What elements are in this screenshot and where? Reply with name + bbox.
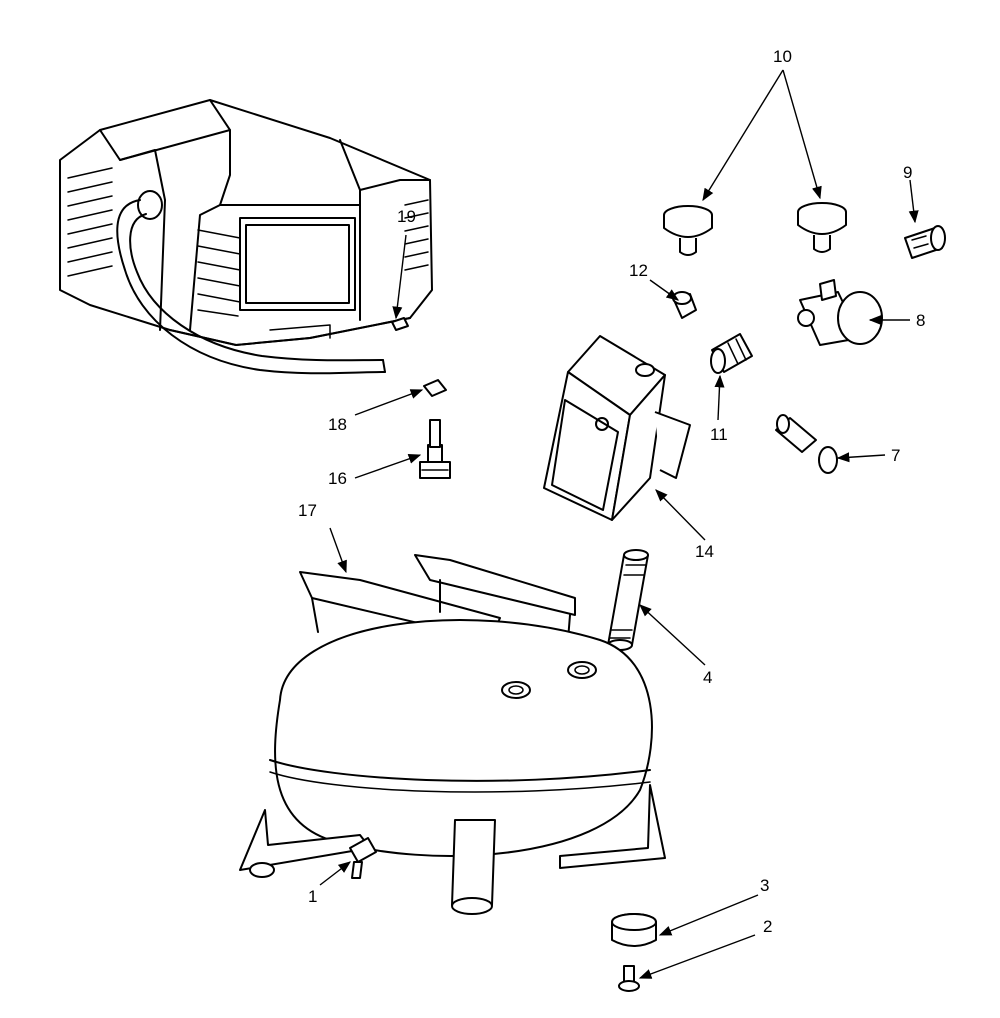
part-4-pipe-nipple bbox=[607, 549, 649, 651]
callout-14: 14 bbox=[695, 542, 714, 561]
callout-labels: 10 9 19 12 8 18 11 7 16 17 14 4 3 1 2 bbox=[298, 47, 925, 936]
callout-3: 3 bbox=[760, 876, 769, 895]
part-18-nut bbox=[423, 379, 447, 397]
callout-12: 12 bbox=[629, 261, 648, 280]
callout-10: 10 bbox=[773, 47, 792, 66]
part-14-pressure-switch bbox=[543, 335, 691, 521]
part-16-barb-fitting bbox=[419, 419, 451, 479]
air-tank-assembly bbox=[239, 554, 666, 915]
part-3-rubber-foot bbox=[611, 913, 657, 947]
part-9-fitting bbox=[904, 225, 946, 259]
callout-11: 11 bbox=[710, 425, 728, 444]
callout-7: 7 bbox=[891, 446, 900, 465]
callout-16: 16 bbox=[328, 469, 347, 488]
part-8-pressure-gauge bbox=[797, 279, 883, 346]
callout-18: 18 bbox=[328, 415, 347, 434]
callout-1: 1 bbox=[308, 887, 317, 906]
callout-19: 19 bbox=[397, 207, 416, 226]
part-10-intake-filters bbox=[663, 202, 847, 256]
part-11-nipple bbox=[710, 333, 753, 374]
callout-2: 2 bbox=[763, 917, 772, 936]
part-2-screw bbox=[618, 965, 640, 992]
motor-shroud-assembly bbox=[59, 99, 433, 375]
part-7-safety-valve bbox=[775, 414, 838, 474]
callout-8: 8 bbox=[916, 311, 925, 330]
callout-17: 17 bbox=[298, 501, 317, 520]
part-12-fitting bbox=[672, 291, 697, 319]
part-19-clip bbox=[391, 317, 409, 331]
leader-lines bbox=[319, 69, 919, 979]
callout-4: 4 bbox=[703, 668, 712, 687]
callout-9: 9 bbox=[903, 163, 912, 182]
